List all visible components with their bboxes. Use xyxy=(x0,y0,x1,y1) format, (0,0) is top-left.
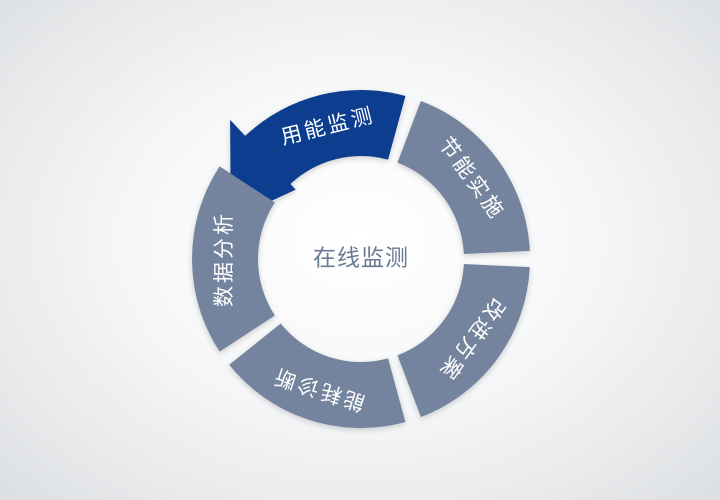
cycle-segment-3 xyxy=(397,263,530,418)
cycle-segment-2 xyxy=(397,100,530,255)
center-label: 在线监测 xyxy=(313,246,409,272)
cycle-segment-label-5: 数据分析 xyxy=(212,211,236,307)
cycle-segment-5 xyxy=(192,166,275,352)
segments-layer xyxy=(192,89,530,428)
cycle-segment-4 xyxy=(229,323,406,428)
cycle-segment-1 xyxy=(230,89,406,220)
